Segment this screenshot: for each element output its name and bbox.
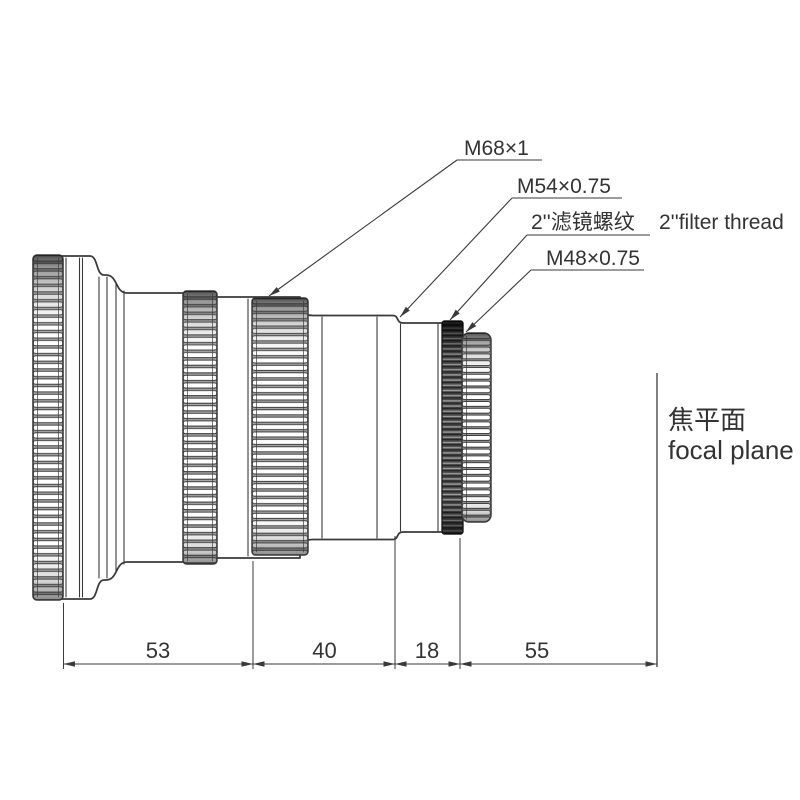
dimension-values: 53 40 18 55 [146,638,549,663]
callout-m54: M54×0.75 [399,175,622,318]
leader-m54 [399,197,513,318]
knurled-ring-middle [182,290,218,565]
label-filter-thread-en: 2''filter thread [659,211,784,234]
label-filter-thread-cn: 2''滤镜螺纹 [531,211,635,234]
leader-filter-thread [449,234,528,321]
m68-thread-ring [251,297,309,556]
callout-m48: M48×0.75 [465,247,644,333]
thread-callouts: M68×1 M54×0.75 2''滤镜螺纹 2''filter thread … [268,137,784,333]
dim-value-18: 18 [415,638,439,663]
focal-plane-label-en: focal plane [668,435,794,465]
m48-thread-ring [461,332,492,523]
filter-thread-ring [441,320,464,535]
dimension-group: 53 40 18 55 [63,536,657,669]
extension-lines [63,536,461,669]
lens-body [32,254,492,601]
label-m54: M54×0.75 [517,175,611,198]
leader-m68 [268,159,458,297]
focal-plane-group: 焦平面 focal plane [656,373,794,667]
dim-value-53: 53 [146,638,170,663]
callout-filter-thread: 2''滤镜螺纹 2''filter thread [449,211,784,321]
surface-lines [65,257,439,598]
callout-m68: M68×1 [268,137,542,297]
label-m48: M48×0.75 [546,247,640,270]
dim-value-55: 55 [525,638,549,663]
label-m68: M68×1 [464,137,529,160]
dim-value-40: 40 [312,638,336,663]
leader-m48 [465,269,532,333]
knurled-ring-large [32,254,64,601]
focal-plane-label-cn: 焦平面 [668,405,746,435]
